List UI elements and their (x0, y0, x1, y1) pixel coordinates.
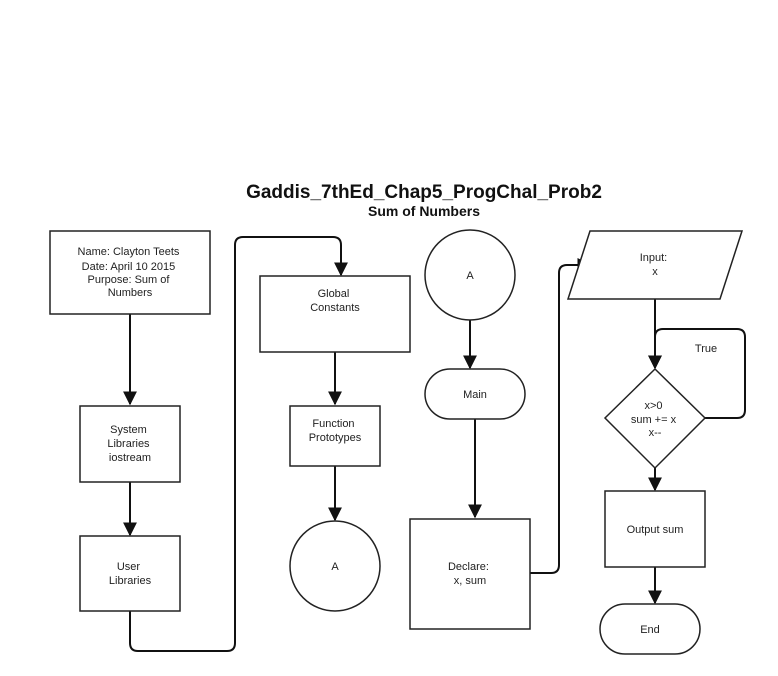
info-purpose-cont-text: Numbers (108, 287, 153, 299)
decision-line: sum += x (631, 414, 677, 426)
declare-line: Declare: (448, 561, 489, 573)
output-label: Output sum (627, 524, 684, 536)
svg-text:Name: Clayton Teets Date: Name: Clayton Teets Date: April 10 2015 … (78, 246, 183, 299)
svg-text:Function Prototypes: Function Prototypes (309, 418, 362, 444)
svg-text:x>0 sum += x x--: x>0 sum += x x-- (631, 400, 679, 439)
end-label: End (640, 624, 660, 636)
true-branch-label: True (695, 343, 717, 355)
node-function-prototypes: Function Prototypes (289, 405, 381, 467)
user-libraries-line: Libraries (109, 575, 152, 587)
system-libraries-line: iostream (109, 452, 151, 464)
info-purpose-text: Purpose: Sum of (88, 274, 171, 286)
edge-declare-to-input (530, 258, 592, 574)
info-name-text: Name: Clayton Teets (78, 246, 180, 258)
node-input: Input: x (566, 230, 744, 300)
svg-text:Global Constants: Global Constants (310, 288, 360, 314)
global-constants-line: Constants (310, 302, 360, 314)
node-connector-a-out: A (289, 520, 381, 612)
system-libraries-line: Libraries (107, 438, 150, 450)
input-line: x (652, 266, 658, 278)
connector-a-out-label: A (331, 561, 339, 573)
node-main: Main (424, 368, 526, 420)
global-constants-line: Global (318, 288, 350, 300)
diagram-subtitle: Sum of Numbers (368, 203, 480, 219)
diagram-title: Gaddis_7thEd_Chap5_ProgChal_Prob2 (246, 182, 602, 203)
main-label: Main (463, 389, 487, 401)
system-libraries-line: System (110, 424, 147, 436)
node-end: End (599, 603, 701, 655)
svg-text:Declare: x, sum: Declare: x, sum (448, 561, 492, 587)
declare-line: x, sum (454, 575, 486, 587)
node-loop-decision: x>0 sum += x x-- (603, 367, 707, 470)
info-date-text: Date: April 10 2015 (82, 261, 176, 273)
svg-text:Input: x: Input: x (640, 252, 671, 278)
function-prototypes-line: Prototypes (309, 432, 362, 444)
connector-a-in-label: A (466, 270, 474, 282)
decision-line: x>0 (644, 400, 662, 412)
node-system-libraries: System Libraries iostream (79, 405, 181, 483)
input-line: Input: (640, 252, 668, 264)
node-output: Output sum (604, 490, 706, 568)
edges (123, 236, 746, 652)
edge-user-libraries-to-global-constants (129, 236, 348, 652)
svg-text:User Libraries: User Libraries (109, 561, 152, 587)
edge-decision-true-loop (648, 328, 746, 419)
user-libraries-line: User (117, 561, 141, 573)
node-declare: Declare: x, sum (409, 518, 531, 630)
decision-line: x-- (649, 427, 662, 439)
node-global-constants: Global Constants (259, 275, 411, 353)
svg-text:System Libraries i: System Libraries iostream (107, 424, 152, 464)
function-prototypes-line: Function (312, 418, 354, 430)
node-user-libraries: User Libraries (79, 535, 181, 612)
node-connector-a-in: A (424, 229, 516, 321)
node-info: Name: Clayton Teets Date: April 10 2015 … (49, 230, 211, 315)
